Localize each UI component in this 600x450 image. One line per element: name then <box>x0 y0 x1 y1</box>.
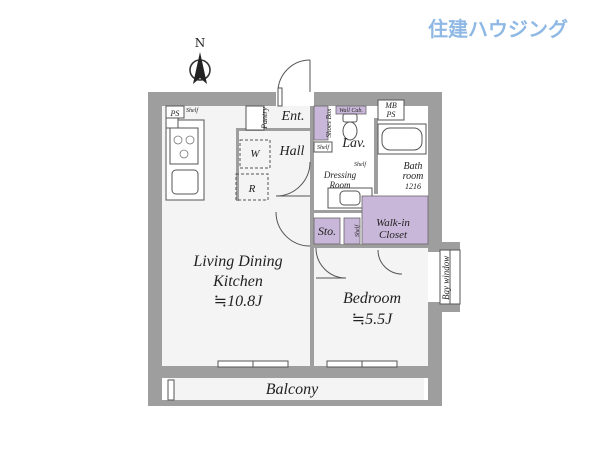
dressing-shelf-label: Shelf <box>354 161 367 168</box>
ps-left-label: PS <box>170 109 180 118</box>
ps-top-label: PS <box>386 110 396 119</box>
pantry <box>245 105 265 131</box>
hall-doors <box>275 161 403 279</box>
pantry-label: Pantry <box>260 107 269 130</box>
bedroom-area: ≒5.5J <box>352 311 393 328</box>
dressing-label-line2: Room <box>329 180 351 190</box>
dressing-sink <box>327 187 373 209</box>
bath-label-line2: room <box>403 171 424 182</box>
storage <box>313 217 341 245</box>
room-floors <box>162 106 428 400</box>
mb-ps-box <box>377 99 405 121</box>
bay-window <box>439 249 461 305</box>
shoes-box <box>313 105 329 141</box>
mb-label: MB <box>384 101 397 110</box>
bedroom-title: Bedroom <box>343 290 401 307</box>
hall-shelf-label: Shelf <box>317 144 330 151</box>
walkin-label-line2: Closet <box>379 229 408 241</box>
entrance-label: Ent. <box>281 109 305 124</box>
washer-label: W <box>250 148 260 160</box>
walk-in-closet <box>361 195 429 245</box>
balcony-label: Balcony <box>266 381 319 398</box>
toilet-icon <box>342 113 358 141</box>
outer-walls <box>148 92 460 406</box>
ldk-title-line2: Kitchen <box>212 273 263 290</box>
compass-north-label: N <box>195 36 206 50</box>
entrance-door <box>277 59 311 107</box>
walkin-label-line1: Walk-in <box>376 217 410 229</box>
storage-shelf <box>343 217 361 245</box>
dressing-label-line1: Dressing <box>323 170 357 180</box>
hall-label: Hall <box>279 144 305 159</box>
hall-shelf <box>313 141 333 153</box>
lavatory-label: Lav. <box>341 136 365 151</box>
kitchen-shelf-label: Shelf <box>186 107 199 114</box>
fridge-space <box>235 173 269 201</box>
ps-left-box <box>165 105 185 119</box>
bath-label-line1: Bath <box>404 161 423 172</box>
washer-space <box>239 139 271 169</box>
north-compass-icon <box>189 52 211 84</box>
kitchen-counter <box>165 117 205 201</box>
shoes-box-label: Shoes Box <box>325 108 333 138</box>
bath-size-label: 1216 <box>405 182 421 191</box>
storage-shelf-label: Shelf <box>354 224 361 237</box>
ldk-title-line1: Living Dining <box>192 253 282 270</box>
bathtub <box>377 123 427 155</box>
brand-logo: 住建ハウジング <box>428 17 568 41</box>
bay-window-label: Bay window <box>441 256 451 300</box>
wall-cabinet-label: Wall Cab. <box>339 108 363 114</box>
balcony-windows <box>167 360 398 401</box>
storage-label: Sto. <box>318 224 336 238</box>
ldk-area: ≒10.8J <box>214 293 263 310</box>
fridge-label: R <box>248 183 256 195</box>
